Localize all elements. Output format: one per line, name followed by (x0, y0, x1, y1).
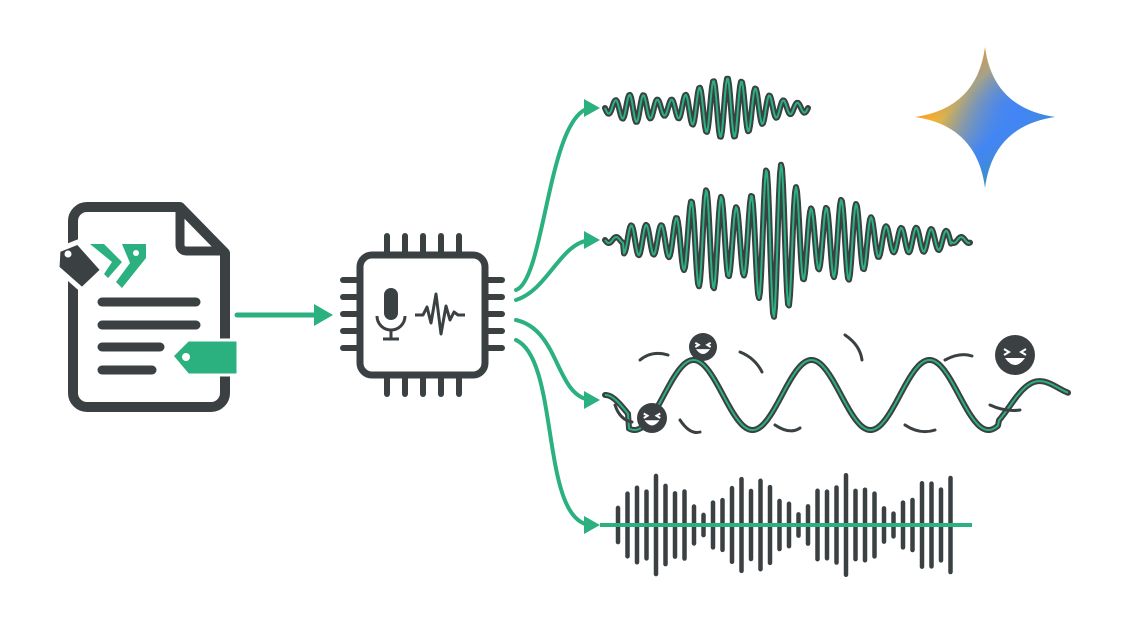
laughing-emoji-icons (613, 333, 1035, 434)
document-lines (97, 297, 201, 375)
laughing-emoji-icon (637, 403, 667, 433)
input-arrow (234, 304, 333, 326)
laughing-waveform (602, 357, 1071, 433)
gemini-star-icon (915, 47, 1055, 188)
laughing-emoji-icon (689, 333, 717, 361)
green-chevron-tags-icon (90, 244, 146, 288)
motion-mark (738, 350, 764, 374)
soft-waveform (602, 75, 811, 140)
dark-tag-icon (54, 239, 107, 294)
motion-mark (943, 353, 974, 362)
motion-mark (988, 403, 1022, 412)
tagged-document-icon (54, 202, 240, 412)
audio-chip-icon (340, 233, 505, 397)
microphone-icon (375, 288, 407, 341)
branch-arrowheads (584, 99, 600, 534)
green-tag-icon (169, 338, 240, 377)
motion-mark (613, 403, 634, 424)
laughing-emoji-icon (995, 335, 1035, 375)
loud-waveform (602, 161, 973, 320)
signal-wave-icon (415, 292, 465, 336)
motion-mark (678, 418, 702, 434)
motion-mark (773, 423, 802, 433)
output-branches (514, 106, 592, 527)
rhythmic-bars-waveform (600, 472, 972, 578)
motion-mark (843, 333, 864, 362)
motion-mark (638, 351, 670, 362)
motion-mark (903, 423, 937, 434)
